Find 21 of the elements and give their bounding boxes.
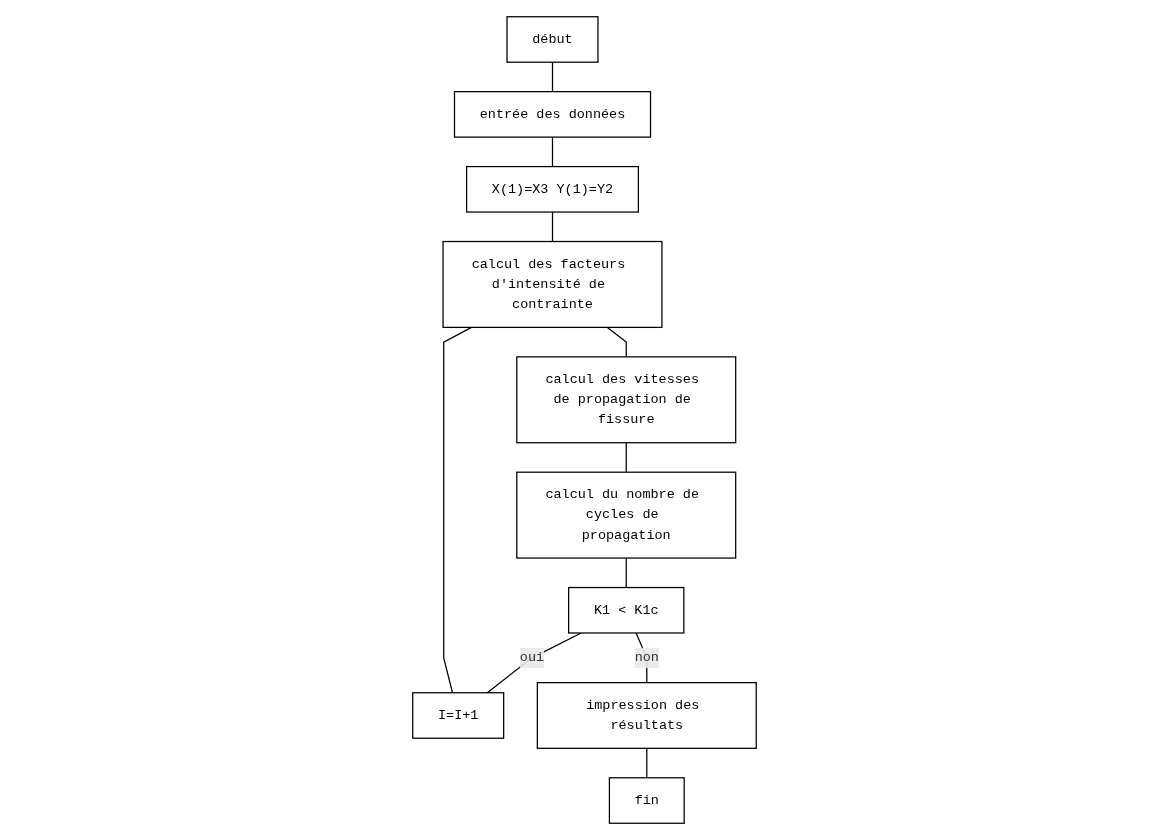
node-box: entrée des données	[453, 91, 652, 138]
connector	[625, 442, 627, 473]
connector	[551, 211, 554, 243]
connector	[551, 61, 554, 93]
edge-label: non	[634, 650, 659, 666]
connector	[486, 632, 582, 694]
node-box: X(1)=X3 Y(1)=Y2	[466, 165, 640, 213]
connector	[646, 747, 648, 779]
connector	[606, 326, 627, 358]
node-box: impression des résultats	[536, 682, 757, 749]
edge-label: oui	[519, 650, 545, 666]
node-box: calcul des facteurs d'intensité de contrainte	[442, 240, 663, 328]
node-box: calcul des vitesses de propagation de fissure	[516, 356, 737, 444]
node-box: début	[506, 16, 599, 63]
connector	[443, 326, 473, 694]
connector	[625, 557, 627, 589]
node-box: fin	[608, 777, 685, 824]
node-box: K1 < K1c	[568, 586, 685, 634]
node-box: I=I+1	[412, 692, 505, 739]
connector	[551, 136, 554, 168]
node-box: calcul du nombre de cycles de propagation	[516, 471, 737, 559]
